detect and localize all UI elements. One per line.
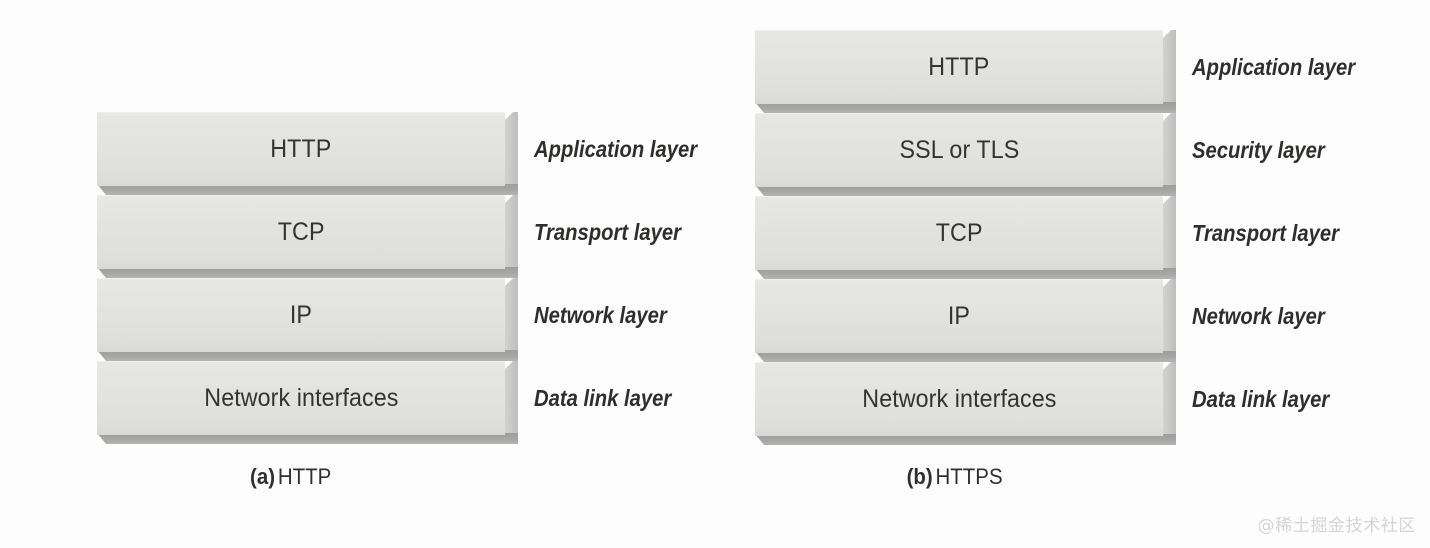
protocol-layer-row: HTTP Application layer bbox=[755, 30, 1355, 113]
layer-name: HTTP bbox=[928, 53, 990, 81]
layer-name: TCP bbox=[935, 219, 983, 247]
layer-box: TCP bbox=[97, 195, 505, 269]
layer-side-label: Network layer bbox=[1192, 302, 1325, 329]
layer-name: TCP bbox=[277, 218, 325, 246]
layer-box-bottom-face bbox=[755, 185, 1176, 196]
layer-box: Network interfaces bbox=[755, 362, 1163, 436]
layer-side-label: Security layer bbox=[1192, 136, 1325, 163]
layer-box-side-face bbox=[1163, 196, 1176, 272]
layer-side-label: Transport layer bbox=[534, 218, 681, 245]
layer-name: IP bbox=[289, 301, 313, 329]
layer-side-label: Data link layer bbox=[1192, 385, 1330, 412]
layer-name: Network interfaces bbox=[203, 384, 399, 412]
protocol-layer-row: TCP Transport layer bbox=[97, 195, 681, 278]
layer-box-bottom-face bbox=[97, 350, 518, 361]
layer-side-label: Application layer bbox=[1192, 53, 1356, 80]
layer-box-side-face bbox=[505, 278, 518, 354]
protocol-layer-row: IP Network layer bbox=[97, 278, 667, 361]
layer-box-side-face bbox=[505, 361, 518, 437]
layer-box-bottom-face bbox=[97, 267, 518, 278]
layer-side-label: Application layer bbox=[534, 135, 698, 162]
layer-box-side-face bbox=[505, 112, 518, 188]
layer-box: HTTP bbox=[755, 30, 1163, 104]
layer-name: SSL or TLS bbox=[899, 136, 1019, 164]
layer-box-bottom-face bbox=[755, 434, 1176, 445]
layer-box: TCP bbox=[755, 196, 1163, 270]
layer-box: Network interfaces bbox=[97, 361, 505, 435]
layer-box-side-face bbox=[505, 195, 518, 271]
layer-box-bottom-face bbox=[755, 351, 1176, 362]
layer-box-bottom-face bbox=[755, 102, 1176, 113]
layer-side-label: Network layer bbox=[534, 301, 667, 328]
layer-box-bottom-face bbox=[97, 184, 518, 195]
layer-box-side-face bbox=[1163, 362, 1176, 438]
protocol-layer-row: IP Network layer bbox=[755, 279, 1325, 362]
layer-box-bottom-face bbox=[755, 268, 1176, 279]
figure-caption-title: HTTPS bbox=[935, 464, 1003, 489]
layer-box: SSL or TLS bbox=[755, 113, 1163, 187]
figure-caption-https: (b)HTTPS bbox=[907, 464, 1003, 490]
protocol-layer-row: HTTP Application layer bbox=[97, 112, 697, 195]
layer-name: Network interfaces bbox=[861, 385, 1057, 413]
protocol-layer-row: Network interfaces Data link layer bbox=[755, 362, 1329, 445]
figure-caption-http: (a)HTTP bbox=[250, 464, 331, 490]
protocol-layer-row: Network interfaces Data link layer bbox=[97, 361, 671, 444]
layer-box-side-face bbox=[1163, 279, 1176, 355]
layer-side-label: Transport layer bbox=[1192, 219, 1339, 246]
layer-name: IP bbox=[947, 302, 971, 330]
layer-box-side-face bbox=[1163, 30, 1176, 106]
watermark-label: @稀土掘金技术社区 bbox=[1257, 516, 1416, 536]
layer-box: IP bbox=[97, 278, 505, 352]
layer-box-side-face bbox=[1163, 113, 1176, 189]
layer-name: HTTP bbox=[270, 135, 332, 163]
figure-caption-marker: (b) bbox=[906, 464, 933, 489]
layer-box: HTTP bbox=[97, 112, 505, 186]
layer-box: IP bbox=[755, 279, 1163, 353]
layer-box-bottom-face bbox=[97, 433, 518, 444]
layer-side-label: Data link layer bbox=[534, 384, 672, 411]
protocol-layer-row: SSL or TLS Security layer bbox=[755, 113, 1325, 196]
figure-caption-marker: (a) bbox=[250, 464, 276, 489]
protocol-layer-row: TCP Transport layer bbox=[755, 196, 1339, 279]
figure-caption-title: HTTP bbox=[277, 464, 332, 489]
